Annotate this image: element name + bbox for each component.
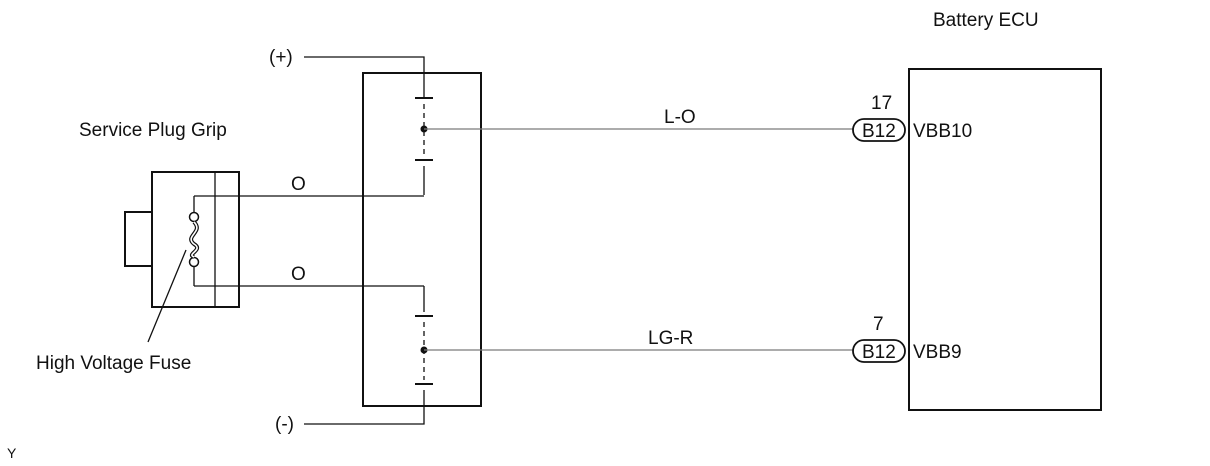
positive-terminal-wire (304, 56, 425, 88)
service-plug-tab (124, 211, 152, 267)
fuse-upper-contact (188, 211, 200, 223)
high-voltage-fuse-label: High Voltage Fuse (36, 353, 191, 374)
upper-plug-wire-label: O (291, 174, 306, 195)
service-plug-body (151, 171, 240, 308)
connector-b12-lower-label: B12 (862, 342, 896, 363)
connector-b12-lower (852, 339, 906, 363)
corner-mark: Y (7, 445, 17, 461)
battery-ecu-title: Battery ECU (933, 10, 1039, 31)
battery-module-box (362, 72, 482, 407)
positive-terminal-label: (+) (269, 47, 293, 68)
connector-b12-upper-label: B12 (862, 121, 896, 142)
connector-pin-7: 7 (873, 314, 884, 335)
lower-ecu-wire-label: LG-R (648, 328, 693, 349)
upper-ecu-wire-label: L-O (664, 107, 696, 128)
signal-vbb9: VBB9 (913, 342, 962, 363)
battery-ecu-box (908, 68, 1102, 411)
fuse-leader-line (147, 249, 187, 343)
connector-b12-upper (852, 118, 906, 142)
signal-vbb10: VBB10 (913, 121, 972, 142)
negative-terminal-wire (304, 390, 425, 425)
service-plug-title: Service Plug Grip (79, 120, 227, 141)
negative-terminal-label: (-) (275, 414, 294, 435)
lower-plug-wire-label: O (291, 264, 306, 285)
fuse-lower-contact (188, 256, 200, 268)
connector-pin-17: 17 (871, 93, 892, 114)
